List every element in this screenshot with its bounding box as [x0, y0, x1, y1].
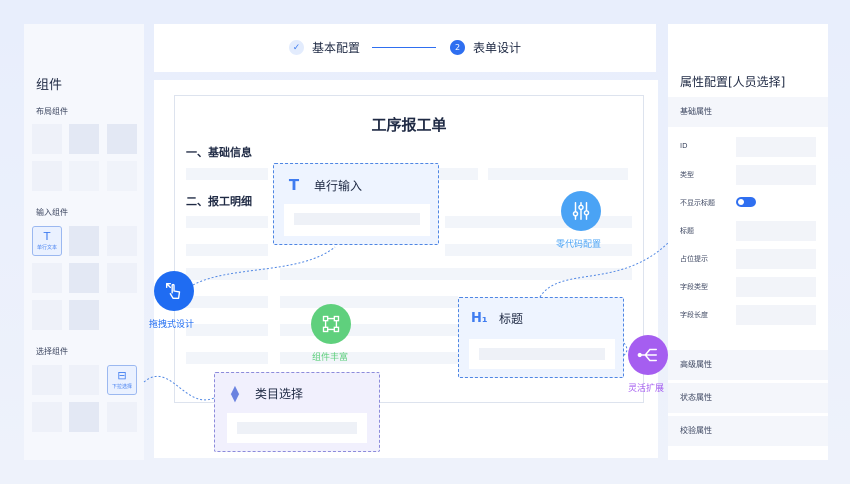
prop-label: 不显示标题	[680, 199, 715, 207]
card-label: 类目选择	[255, 387, 304, 401]
prop-label: 字段类型	[680, 283, 708, 291]
sliders-icon	[572, 202, 590, 220]
placeholder-bar	[280, 324, 458, 336]
prop-input-placeholder[interactable]	[736, 249, 816, 269]
title-card[interactable]: H₁ 标题	[458, 297, 624, 378]
property-section-state[interactable]: 状态属性	[668, 383, 828, 413]
component-tile[interactable]	[32, 402, 62, 432]
component-tile[interactable]	[107, 263, 137, 293]
component-tile[interactable]	[69, 300, 99, 330]
component-tile[interactable]	[32, 365, 62, 395]
group-title-select: 选择组件	[36, 347, 68, 356]
branch-icon	[637, 348, 657, 362]
component-tile[interactable]	[32, 124, 62, 154]
prop-input-type[interactable]	[736, 165, 816, 185]
section-title: 二、报工明细	[186, 195, 252, 208]
component-tile[interactable]	[107, 124, 137, 154]
component-tile[interactable]	[69, 124, 99, 154]
hide-title-toggle[interactable]	[736, 197, 756, 207]
prop-input-title[interactable]	[736, 221, 816, 241]
card-field	[469, 339, 615, 369]
property-section-validation[interactable]: 校验属性	[668, 416, 828, 446]
badge-label: 零代码配置	[556, 240, 602, 250]
property-section-basic[interactable]: 基础属性	[668, 97, 828, 127]
component-tile[interactable]	[107, 161, 137, 191]
component-tile[interactable]	[69, 226, 99, 256]
component-panel-title: 组件	[36, 78, 63, 93]
prop-input-field-type[interactable]	[736, 277, 816, 297]
component-tile[interactable]	[32, 161, 62, 191]
placeholder-bar	[186, 216, 268, 228]
step-label: 表单设计	[473, 41, 522, 55]
placeholder-bar	[488, 168, 628, 180]
single-input-card[interactable]: T 单行输入	[273, 163, 439, 245]
step-bar: ✓ 基本配置 2 表单设计	[154, 24, 656, 72]
text-t-icon: T	[288, 176, 300, 194]
placeholder-bar	[186, 268, 268, 280]
placeholder-bar	[445, 244, 632, 256]
zero-code-badge	[561, 191, 601, 231]
placeholder-bar	[280, 352, 458, 364]
step-connector	[372, 47, 436, 48]
drag-design-badge	[154, 271, 194, 311]
card-label: 标题	[499, 312, 524, 326]
step-label: 基本配置	[312, 41, 361, 55]
placeholder-bar	[280, 296, 458, 308]
component-tile-single-text[interactable]: T 单行文本	[32, 226, 62, 256]
nodes-icon	[322, 315, 340, 333]
component-tile[interactable]	[69, 263, 99, 293]
badge-label: 拖拽式设计	[149, 320, 195, 330]
form-title: 工序报工单	[371, 116, 447, 134]
component-tile[interactable]	[69, 365, 99, 395]
heading-h1-icon: H₁	[471, 311, 488, 326]
placeholder-bar	[280, 268, 632, 280]
badge-label: 灵活扩展	[628, 384, 665, 394]
prop-label: ID	[680, 142, 688, 150]
prop-label: 字段长度	[680, 311, 708, 319]
group-title-layout: 布局组件	[36, 107, 68, 116]
dropdown-icon: ⊟	[117, 369, 127, 382]
prop-input-id[interactable]	[736, 137, 816, 157]
prop-label: 类型	[680, 171, 694, 179]
rich-components-badge	[311, 304, 351, 344]
flexible-extension-badge	[628, 335, 668, 375]
component-panel: 组件 布局组件 输入组件 T 单行文本 选择组件 ⊟ 下拉选择	[24, 24, 144, 460]
property-panel-title: 属性配置[人员选择]	[680, 75, 786, 89]
card-field	[227, 413, 367, 443]
component-tile[interactable]	[32, 263, 62, 293]
prop-label: 标题	[680, 227, 694, 235]
placeholder-bar	[438, 168, 478, 180]
component-tile[interactable]	[107, 402, 137, 432]
property-panel: 属性配置[人员选择] 基础属性 ID 类型 不显示标题 标题 占位提示 字段类型…	[668, 24, 828, 460]
step-form-design[interactable]: 2 表单设计	[450, 39, 521, 56]
placeholder-bar	[186, 296, 268, 308]
group-title-input: 输入组件	[36, 208, 68, 217]
component-tile-dropdown[interactable]: ⊟ 下拉选择	[107, 365, 137, 395]
step-basic-config[interactable]: ✓ 基本配置	[289, 39, 360, 56]
step-number: 2	[450, 40, 465, 55]
prop-label: 占位提示	[680, 255, 708, 263]
badge-label: 组件丰富	[312, 353, 349, 363]
placeholder-bar	[186, 352, 268, 364]
text-t-icon: T	[43, 230, 51, 243]
card-field	[284, 204, 430, 236]
component-tile[interactable]	[69, 161, 99, 191]
component-tile-label: 单行文本	[36, 245, 57, 251]
section-title: 一、基础信息	[186, 146, 252, 159]
component-tile-label: 下拉选择	[111, 384, 132, 390]
drag-hand-icon	[165, 282, 181, 300]
placeholder-bar	[186, 168, 268, 180]
prop-input-field-length[interactable]	[736, 305, 816, 325]
placeholder-bar	[186, 324, 268, 336]
component-tile[interactable]	[107, 226, 137, 256]
component-tile[interactable]	[69, 402, 99, 432]
property-section-advanced[interactable]: 高级属性	[668, 350, 828, 380]
category-select-card[interactable]: ▲▼ 类目选择	[214, 372, 380, 452]
card-label: 单行输入	[314, 178, 363, 193]
placeholder-bar	[445, 216, 632, 228]
component-tile[interactable]	[32, 300, 62, 330]
placeholder-bar	[186, 244, 268, 256]
sort-arrows-icon: ▲▼	[230, 382, 240, 404]
check-icon: ✓	[289, 40, 304, 55]
